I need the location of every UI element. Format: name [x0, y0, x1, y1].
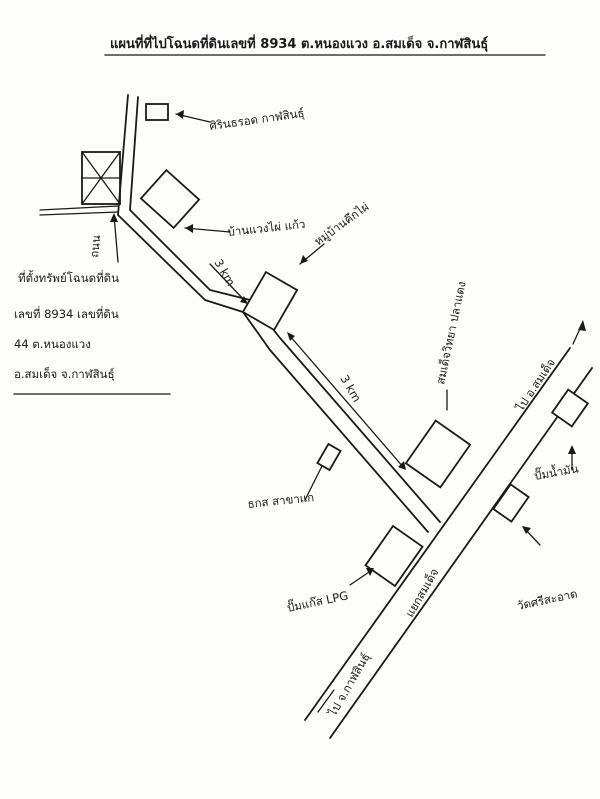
village-road-left	[117, 94, 429, 533]
somdet-building	[550, 388, 590, 428]
land-arrow	[113, 214, 119, 263]
land-note-line4: อ.สมเด็จ จ.กาฬสินธุ์	[14, 366, 115, 381]
highway-left	[304, 347, 571, 721]
access-path-top	[39, 205, 119, 211]
distance-2-arrowhead-b	[398, 461, 406, 470]
kaeo-label: ปั๊มแก๊ส LPG	[285, 586, 349, 615]
sirin-label: ศิรินธรอด กาฬสินธุ์	[208, 106, 305, 133]
kaeo-building	[364, 524, 424, 588]
gas-station-label: ปั๊มน้ำมัน	[533, 459, 580, 483]
village-arrowhead	[300, 255, 308, 264]
distance-2-arrowhead-a	[287, 332, 295, 341]
road-name-label: ถนน	[87, 234, 103, 258]
wat-arrowhead	[522, 526, 531, 534]
gas-arrowhead	[568, 445, 576, 454]
wat-label: วัดศรีสะอาด	[516, 586, 579, 612]
distance-1-arrowhead	[240, 296, 248, 304]
school-building	[404, 419, 472, 489]
land-note-line1: ที่ตั้งทรัพย์โฉนดที่ดิน	[18, 270, 119, 285]
village-road-right	[129, 96, 441, 523]
access-path-bottom	[39, 211, 119, 216]
bank-label: ธกส สาขาแก	[247, 490, 315, 511]
house-building	[139, 168, 201, 230]
sirin-arrowhead	[176, 110, 184, 119]
to-kalasin-label: ไป จ.กาฬสินธุ์	[325, 651, 373, 720]
highway-right	[329, 367, 593, 739]
somdet-arrowhead	[578, 320, 586, 331]
land-note-line3: 44 ต.หนองแวง	[14, 337, 91, 351]
house-label: บ้านแวงไผ่ แก้ว	[227, 217, 306, 239]
junction-label: แยกสมเด็จ	[402, 565, 442, 619]
distance-1-arrow	[209, 263, 247, 303]
kaeo-arrowhead	[366, 568, 374, 576]
bank-arrow	[304, 465, 323, 501]
land-arrowhead	[110, 213, 118, 222]
sirin-building	[145, 103, 169, 121]
distance-2-arrow	[289, 335, 405, 469]
map-title: แผนที่ที่ไปโฉนดที่ดินเลขที่ 8934 ต.หนองแ…	[110, 34, 488, 52]
village-building	[241, 270, 299, 332]
land-note-line2: เลขที่ 8934 เลขที่ดิน	[14, 306, 119, 321]
gas-building	[492, 483, 530, 523]
school-label: สมเด็จวิทยา ปลาแดง	[432, 280, 468, 386]
bank-building	[316, 442, 342, 472]
house-arrowhead	[185, 224, 193, 233]
village-label: หมู่บ้านคึกไผ่	[312, 200, 372, 249]
distance-1-label: 3 km	[211, 257, 238, 289]
distance-2-label: 3 km	[337, 373, 364, 405]
to-somdet-label: ไป อ.สมเด็จ	[511, 356, 558, 415]
to-kalasin-arrow	[317, 689, 335, 713]
